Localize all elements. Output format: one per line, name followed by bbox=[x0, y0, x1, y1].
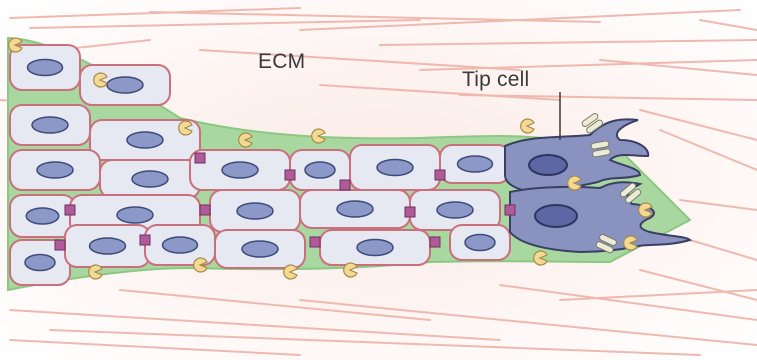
cell-nucleus bbox=[32, 117, 68, 133]
cell-nucleus bbox=[117, 207, 153, 223]
junction bbox=[200, 205, 210, 215]
cell-nucleus bbox=[458, 156, 493, 172]
cell-nucleus bbox=[337, 201, 373, 217]
cell-nucleus bbox=[127, 132, 163, 148]
cell-nucleus bbox=[437, 202, 473, 218]
junction bbox=[140, 235, 150, 245]
tip-nucleus-lower bbox=[535, 205, 577, 227]
cell-nucleus bbox=[237, 203, 273, 219]
junction bbox=[195, 153, 205, 163]
cell-nucleus bbox=[305, 162, 335, 178]
cell-nucleus bbox=[163, 237, 198, 253]
junction bbox=[435, 170, 445, 180]
cell-nucleus bbox=[107, 77, 143, 93]
cell-nucleus bbox=[25, 255, 55, 271]
cell-nucleus bbox=[26, 208, 59, 224]
junction bbox=[65, 205, 75, 215]
tip-nucleus-upper bbox=[529, 155, 567, 175]
cell-nucleus bbox=[465, 235, 495, 251]
cell-nucleus bbox=[28, 60, 63, 76]
cell-nucleus bbox=[222, 162, 258, 178]
cell-nucleus bbox=[377, 160, 413, 176]
junction bbox=[55, 240, 65, 250]
junction bbox=[505, 205, 515, 215]
junction bbox=[285, 170, 295, 180]
cell-nucleus bbox=[37, 162, 73, 178]
junction bbox=[310, 237, 320, 247]
junction bbox=[340, 180, 350, 190]
cell-nucleus bbox=[90, 238, 126, 254]
tip-cell-label: Tip cell bbox=[462, 68, 529, 92]
junction bbox=[430, 237, 440, 247]
ecm-label: ECM bbox=[258, 50, 305, 74]
cell-nucleus bbox=[242, 241, 278, 257]
junction bbox=[405, 207, 415, 217]
cell-nucleus bbox=[132, 171, 168, 187]
cell-nucleus bbox=[357, 240, 393, 256]
